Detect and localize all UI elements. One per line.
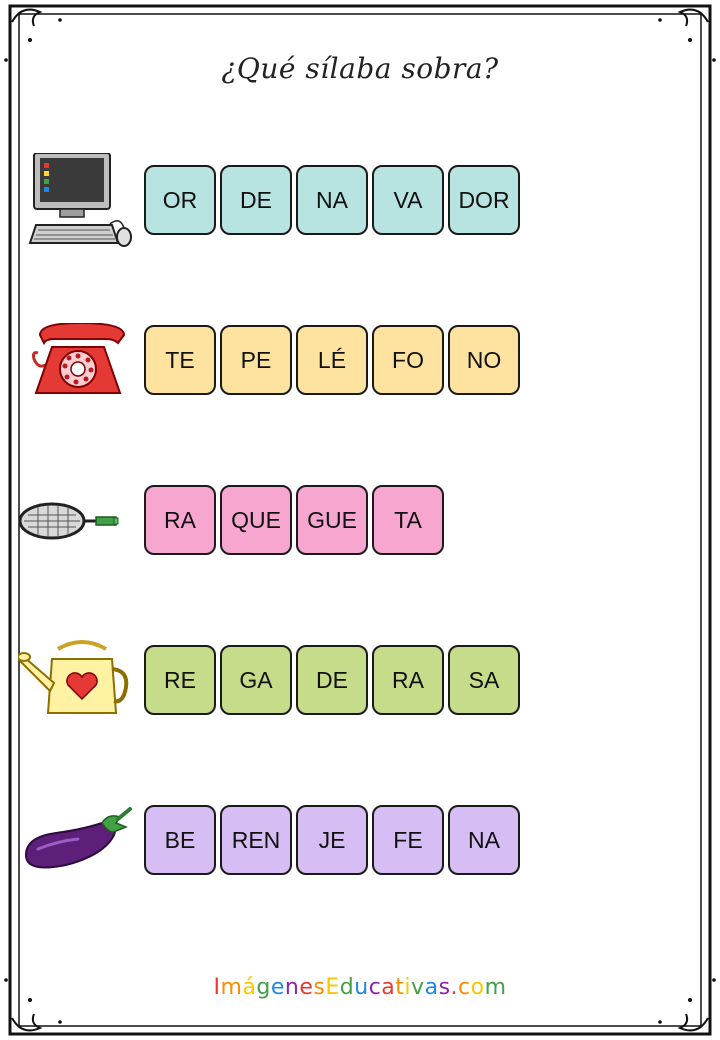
syllable-tile[interactable]: DE xyxy=(220,165,292,235)
footer-letter: e xyxy=(270,975,285,1000)
syllable-tile[interactable]: PE xyxy=(220,325,292,395)
footer-letter: a xyxy=(424,975,439,1000)
footer-letter: g xyxy=(256,975,271,1000)
footer-letter: E xyxy=(325,975,340,1000)
watering-can-icon xyxy=(18,640,136,721)
syllable-tile[interactable]: NA xyxy=(448,805,520,875)
footer-letter: e xyxy=(299,975,314,1000)
footer-letter: a xyxy=(381,975,396,1000)
footer-letter: á xyxy=(242,975,257,1000)
syllable-tile[interactable]: DOR xyxy=(448,165,520,235)
page-title: ¿Qué sílaba sobra? xyxy=(221,52,499,85)
footer-watermark: ImágenesEducativas.com xyxy=(0,975,720,1000)
syllable-tile[interactable]: JE xyxy=(296,805,368,875)
footer-letter: n xyxy=(284,975,300,1000)
syllable-tile[interactable]: QUE xyxy=(220,485,292,555)
syllable-tiles: BE REN JE FE NA xyxy=(144,805,524,875)
footer-letter: s xyxy=(438,975,451,1000)
syllable-tile[interactable]: RA xyxy=(372,645,444,715)
footer-letter: m xyxy=(220,975,243,1000)
syllable-tile[interactable]: RA xyxy=(144,485,216,555)
syllable-tile[interactable]: FE xyxy=(372,805,444,875)
syllable-tile[interactable]: FO xyxy=(372,325,444,395)
syllable-tile[interactable]: TE xyxy=(144,325,216,395)
syllable-tile[interactable]: DE xyxy=(296,645,368,715)
telephone-icon xyxy=(18,323,136,401)
footer-letter: s xyxy=(313,975,326,1000)
syllable-tile[interactable]: NO xyxy=(448,325,520,395)
footer-letter: c xyxy=(368,975,382,1000)
tennis-racket-icon xyxy=(18,485,136,561)
footer-letter: m xyxy=(484,975,507,1000)
footer-text: ImágenesEducativas.com xyxy=(213,975,506,1000)
footer-letter: . xyxy=(450,975,459,1000)
syllable-tile[interactable]: REN xyxy=(220,805,292,875)
word-row-racket: RA QUE GUE TA xyxy=(18,485,578,561)
syllable-tile[interactable]: OR xyxy=(144,165,216,235)
syllable-tiles: OR DE NA VA DOR xyxy=(144,165,524,235)
footer-letter: I xyxy=(213,975,221,1000)
word-row-eggplant: BE REN JE FE NA xyxy=(18,805,578,881)
footer-letter: i xyxy=(404,975,412,1000)
syllable-tile[interactable]: RE xyxy=(144,645,216,715)
syllable-tile[interactable]: BE xyxy=(144,805,216,875)
footer-letter: v xyxy=(411,975,425,1000)
footer-letter: u xyxy=(354,975,369,1000)
syllable-tile[interactable]: VA xyxy=(372,165,444,235)
word-row-computer: OR DE NA VA DOR xyxy=(18,153,578,247)
syllable-tiles: TE PE LÉ FO NO xyxy=(144,325,524,395)
footer-letter: t xyxy=(395,975,405,1000)
syllable-tile[interactable]: TA xyxy=(372,485,444,555)
syllable-tile[interactable]: GUE xyxy=(296,485,368,555)
word-row-watering-can: RE GA DE RA SA xyxy=(18,640,578,721)
eggplant-icon xyxy=(18,805,136,881)
footer-letter: c xyxy=(458,975,471,1000)
footer-letter: d xyxy=(339,975,355,1000)
footer-letter: o xyxy=(470,975,485,1000)
syllable-tiles: RA QUE GUE TA xyxy=(144,485,448,555)
syllable-tiles: RE GA DE RA SA xyxy=(144,645,524,715)
computer-icon xyxy=(18,153,136,247)
word-row-telephone: TE PE LÉ FO NO xyxy=(18,323,578,401)
syllable-tile[interactable]: SA xyxy=(448,645,520,715)
syllable-tile[interactable]: NA xyxy=(296,165,368,235)
syllable-tile[interactable]: GA xyxy=(220,645,292,715)
syllable-tile[interactable]: LÉ xyxy=(296,325,368,395)
